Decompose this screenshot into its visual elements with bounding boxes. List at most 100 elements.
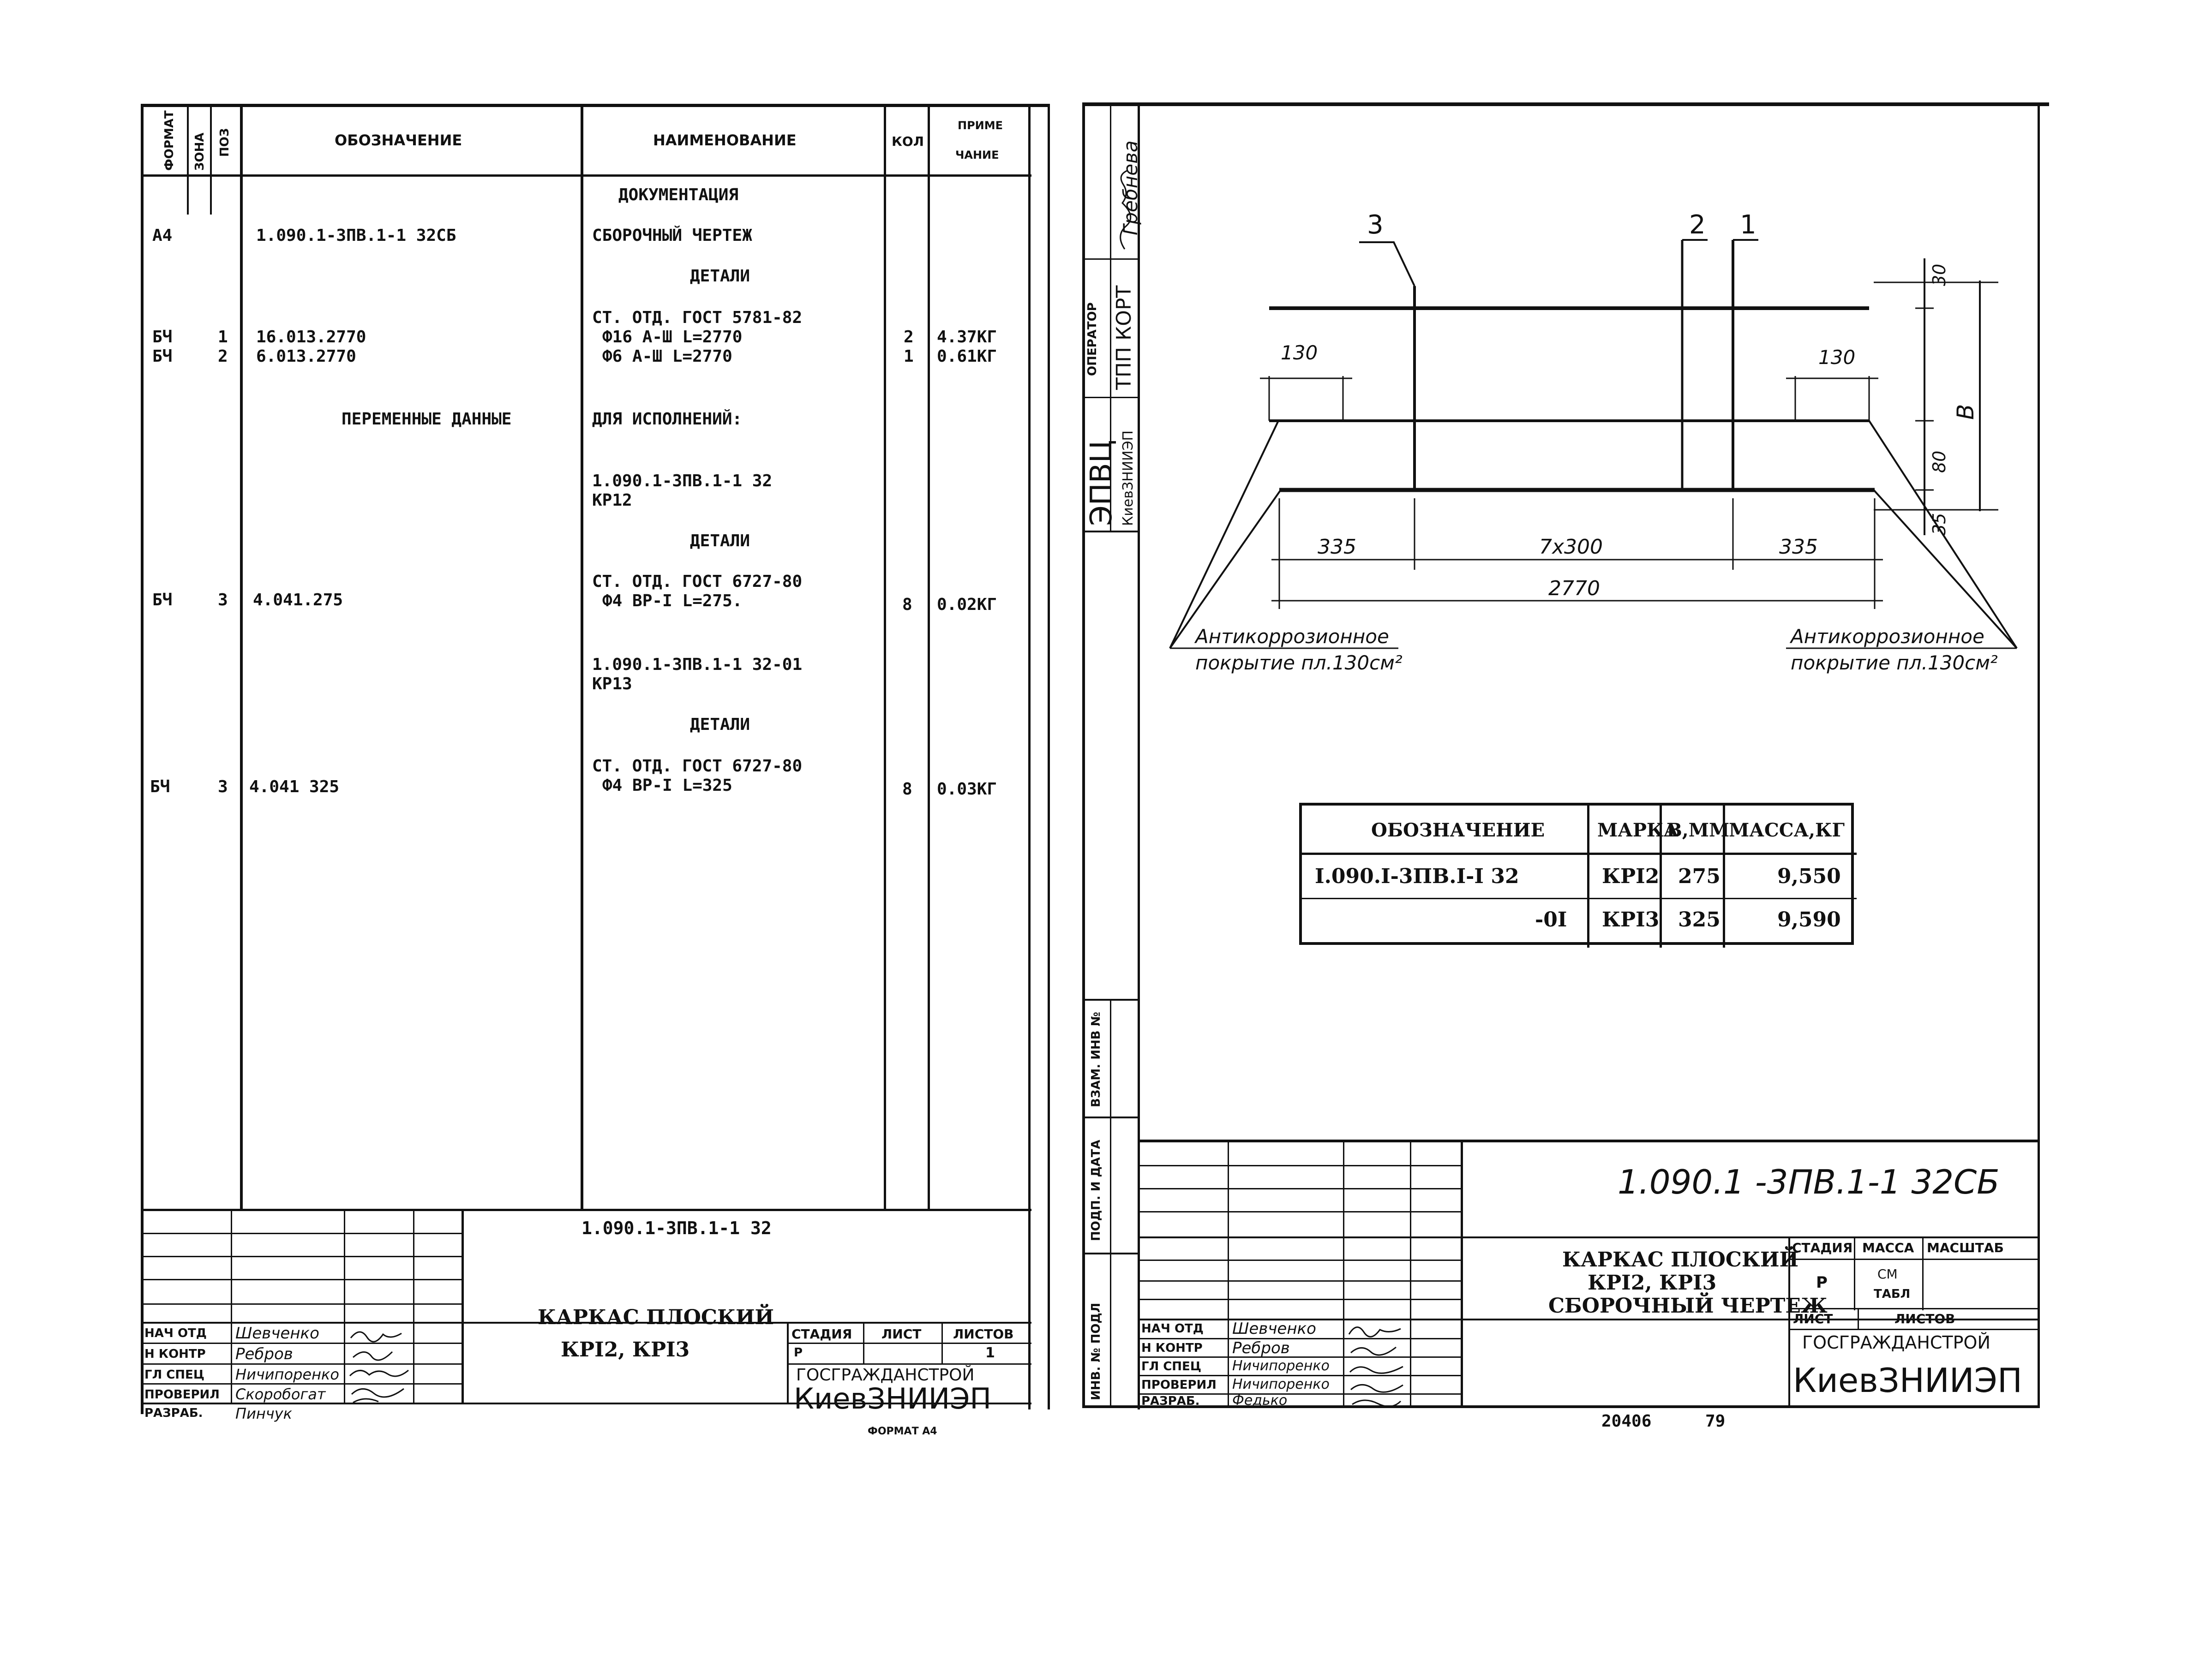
row-r2-designation: 6.013.2770 <box>256 347 356 366</box>
right-scale-label: МАСШТАБ <box>1927 1240 2004 1255</box>
coating-left-line-1: Антикоррозионное <box>1195 625 1389 648</box>
dim-130-left: 130 <box>1281 341 1318 364</box>
table-row-1-b: 275 <box>1678 865 1720 888</box>
table-header-designation: ОБОЗНАЧЕНИЕ <box>1371 819 1545 841</box>
header-zone: ЗОНА <box>193 132 207 171</box>
callout-3: 3 <box>1367 210 1384 240</box>
stamp-inv: ИНВ. № ПОДЛ <box>1089 1302 1103 1400</box>
table-row-2-mark: КРI3 <box>1602 908 1660 932</box>
left-role-4: ПРОВЕРИЛ <box>144 1388 220 1402</box>
right-scale-value-1: СМ <box>1877 1266 1898 1282</box>
header-note-1: ПРИМЕ <box>958 119 1003 132</box>
right-stage-value: Р <box>1816 1273 1828 1292</box>
right-signatures <box>1348 1326 1403 1407</box>
right-name-2: Ребров <box>1232 1339 1290 1357</box>
coating-left-line-2: покрытие пл.130см² <box>1195 651 1403 674</box>
left-role-2: Н КОНТР <box>144 1347 206 1361</box>
left-name-1: Шевченко <box>235 1324 319 1343</box>
right-role-2: Н КОНТР <box>1141 1341 1203 1355</box>
right-mass-label: МАССА <box>1862 1240 1914 1255</box>
row-r3-format: БЧ <box>152 591 173 609</box>
left-title-line-2: КРI2, КРI3 <box>561 1338 690 1361</box>
table-row-2-mass: 9,590 <box>1777 908 1841 932</box>
stamp-vzam: ВЗАМ. ИНВ № <box>1089 1012 1103 1107</box>
dim-30: 30 <box>1929 263 1949 286</box>
right-role-4: ПРОВЕРИЛ <box>1141 1378 1217 1392</box>
row-variable-data: ПЕРЕМЕННЫЕ ДАННЫЕ <box>342 410 512 429</box>
left-title-block: 1.090.1-3ПВ.1-1 32 КАРКАС ПЛОСКИЙ КРI2, … <box>141 1209 1031 1422</box>
row-r1-note: 4.37КГ <box>937 328 997 346</box>
marks-table: ОБОЗНАЧЕНИЕ МАРКА В,ММ МАССА,КГ I.090.I-… <box>1299 803 1857 948</box>
row-details-1: ДЕТАЛИ <box>690 267 750 286</box>
right-title-line-1: КАРКАС ПЛОСКИЙ <box>1562 1248 1799 1272</box>
right-org-1: ГОСГРАЖДАНСТРОЙ <box>1802 1332 1990 1353</box>
table-header-b: В,ММ <box>1666 819 1730 841</box>
row-r4-name: Ф4 ВР-I L=325 <box>602 776 732 795</box>
row-r4-qty: 8 <box>902 780 912 799</box>
row-r2-format: БЧ <box>152 347 173 366</box>
right-stage-label: СТАДИЯ <box>1792 1240 1853 1255</box>
row-r4-format: БЧ <box>150 777 170 796</box>
row-details-3: ДЕТАЛИ <box>690 715 750 734</box>
row-r4-designation: 4.041 325 <box>249 777 340 796</box>
table-header-mass: МАССА,КГ <box>1729 819 1845 841</box>
left-role-3: ГЛ СПЕЦ <box>144 1368 204 1382</box>
row-r1-pos: 1 <box>218 328 228 346</box>
left-sheets-value: 1 <box>985 1345 995 1361</box>
right-role-3: ГЛ СПЕЦ <box>1141 1360 1201 1373</box>
left-signatures <box>349 1331 409 1403</box>
right-sheet: Гребнева ОПЕРАТОР ТПП КОРТ ЭПВЦ КиевЗНИИ… <box>1075 0 2212 1476</box>
right-doc-number: 1.090.1 -3ПВ.1-1 32СБ <box>1618 1163 2000 1201</box>
callout-1: 1 <box>1740 210 1756 240</box>
stamp-podp: ПОДП. И ДАТА <box>1089 1140 1103 1241</box>
left-name-5: Пинчук <box>235 1405 292 1422</box>
row-r1-qty: 2 <box>904 328 914 346</box>
left-sheet: ФОРМАТ ЗОНА ПОЗ ОБОЗНАЧЕНИЕ НАИМЕНОВАНИЕ… <box>0 0 1061 1476</box>
left-title-line-1: КАРКАС ПЛОСКИЙ <box>538 1306 774 1329</box>
dim-35: 35 <box>1929 513 1949 535</box>
bottom-page: 79 <box>1705 1412 1726 1431</box>
left-role-5: РАЗРАБ. <box>144 1406 203 1420</box>
table-row-1-mark: КРI2 <box>1602 865 1660 888</box>
row-r3-designation: 4.041.275 <box>253 591 343 609</box>
row-v2-mark: КР13 <box>592 675 632 693</box>
left-name-3: Ничипоренко <box>235 1366 339 1383</box>
row-r4-note: 0.03КГ <box>937 780 997 799</box>
bottom-code: 20406 <box>1601 1412 1652 1431</box>
format-note: ФОРМАТ А4 <box>868 1426 937 1437</box>
right-org-2: КиевЗНИИЭП <box>1793 1361 2023 1400</box>
left-name-2: Ребров <box>235 1345 293 1363</box>
row-details-2: ДЕТАЛИ <box>690 531 750 550</box>
table-header-mark: МАРКА <box>1597 819 1678 841</box>
row-steel-1: СТ. ОТД. ГОСТ 5781-82 <box>592 308 803 327</box>
right-role-5: РАЗРАБ. <box>1141 1394 1200 1408</box>
left-org-2: КиевЗНИИЭП <box>794 1382 992 1415</box>
row-r2-note: 0.61КГ <box>937 347 997 366</box>
right-title-line-3: СБОРОЧНЫЙ ЧЕРТЕЖ <box>1548 1294 1828 1318</box>
right-role-1: НАЧ ОТД <box>1141 1322 1204 1336</box>
right-name-3: Ничипоренко <box>1232 1358 1330 1374</box>
header-qty: КОЛ <box>892 134 924 149</box>
header-note-2: ЧАНИЕ <box>955 149 999 161</box>
coating-right-line-2: покрытие пл.130см² <box>1791 651 1998 674</box>
right-name-4: Ничипоренко <box>1232 1376 1330 1392</box>
table-row-2-b: 325 <box>1678 908 1720 932</box>
row-r3-note: 0.02КГ <box>937 595 997 614</box>
stamp-signature <box>1120 170 1132 250</box>
row-r4-pos: 3 <box>218 777 228 796</box>
callout-2: 2 <box>1689 210 1706 240</box>
row-steel-2: СТ. ОТД. ГОСТ 6727-80 <box>592 572 803 591</box>
row-a4-designation: 1.090.1-3ПВ.1-1 32СБ <box>256 226 456 245</box>
right-scale-value-2: ТАБЛ <box>1874 1287 1911 1301</box>
dim-2770: 2770 <box>1548 577 1600 600</box>
dim-80: 80 <box>1929 450 1949 473</box>
left-sheets-label: ЛИСТОВ <box>953 1326 1014 1342</box>
row-steel-3: СТ. ОТД. ГОСТ 6727-80 <box>592 757 803 776</box>
row-documentation: ДОКУМЕНТАЦИЯ <box>618 185 739 204</box>
row-v2-designation: 1.090.1-3ПВ.1-1 32-01 <box>592 655 803 674</box>
left-org-1: ГОСГРАЖДАНСТРОЙ <box>796 1366 975 1385</box>
coating-right-line-1: Антикоррозионное <box>1791 625 1984 648</box>
row-r2-name: Ф6 А-Ш L=2770 <box>602 347 732 366</box>
table-row-2-designation: -0I <box>1535 908 1567 932</box>
table-row-1-designation: I.090.I-3ПВ.I-I 32 <box>1315 865 1519 888</box>
